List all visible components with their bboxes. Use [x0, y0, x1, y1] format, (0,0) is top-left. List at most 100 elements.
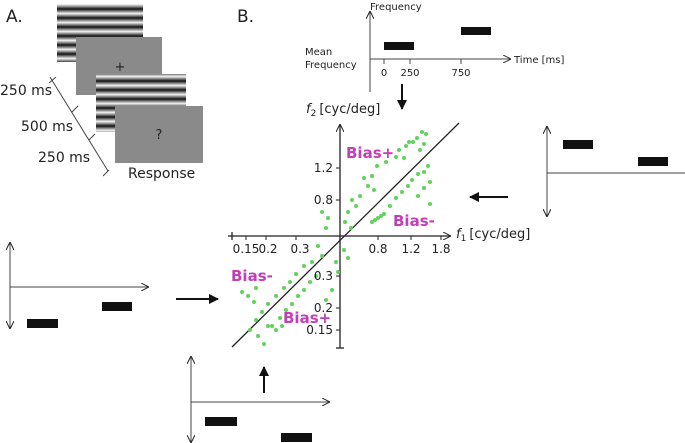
scatter-point	[400, 190, 404, 194]
scatter-point	[310, 260, 314, 264]
scatter-point	[402, 156, 406, 160]
scatter-point	[370, 220, 374, 224]
stimulus-sequence: + ?	[57, 4, 203, 163]
bias-minus-lower: Bias-	[231, 267, 273, 285]
scatter-point	[346, 256, 350, 260]
scatter-point	[376, 216, 380, 220]
mean-label-line2: Frequency	[305, 60, 357, 71]
y-tick-1-2: 1.2	[314, 161, 333, 175]
scatter-point	[397, 148, 401, 152]
x-tick-0-2: 0.2	[258, 242, 277, 256]
scatter-point	[354, 204, 358, 208]
scatter-point	[404, 144, 408, 148]
scatter-point	[302, 264, 306, 268]
stimulus-bar-2	[461, 27, 491, 35]
scatter-point	[422, 170, 426, 174]
scatter-point	[420, 130, 424, 134]
scatter-point	[330, 288, 334, 292]
y-tick-0-15: 0.15	[306, 323, 333, 337]
scatter-point	[410, 178, 414, 182]
duration-1: 250 ms	[0, 83, 52, 99]
question-screen	[115, 106, 203, 163]
scatter-point	[394, 155, 398, 159]
scatter-point	[416, 194, 420, 198]
scatter-point	[406, 184, 410, 188]
x-tick-1-8: 1.8	[431, 242, 450, 256]
scatter-point	[274, 294, 278, 298]
bottom-bar-2	[281, 433, 312, 442]
scatter-point	[296, 294, 300, 298]
scatter-point	[366, 184, 370, 188]
scatter-point	[428, 180, 432, 184]
panel-b-label: B.	[237, 7, 254, 27]
timeline-schematic	[370, 12, 510, 92]
scatter-point	[288, 280, 292, 284]
x-tick-1-2: 1.2	[401, 242, 420, 256]
x-tick-0-8: 0.8	[368, 242, 387, 256]
scatter-point	[256, 334, 260, 338]
scatter-point	[336, 270, 340, 274]
scatter-diagram	[228, 122, 460, 349]
timeline-right	[547, 127, 685, 216]
scatter-point	[426, 164, 430, 168]
left-bar-2	[102, 302, 132, 311]
time-tick-0: 0	[381, 68, 387, 79]
response-label: Response	[128, 166, 195, 182]
scatter-point	[290, 302, 294, 306]
fixation-cross: +	[115, 60, 126, 75]
scatter-point	[280, 324, 284, 328]
scatter-point	[252, 300, 256, 304]
y-tick-0-3: 0.3	[314, 269, 333, 283]
x-axis-title: f1[cyc/deg]	[456, 227, 530, 244]
bias-minus-upper: Bias-	[393, 212, 435, 230]
tick-marks	[245, 167, 442, 331]
scatter-point	[270, 324, 274, 328]
scatter-point	[320, 254, 324, 258]
question-mark: ?	[156, 128, 163, 143]
scatter-point	[375, 164, 379, 168]
right-bar-2	[638, 157, 668, 166]
bottom-bar-1	[205, 417, 237, 426]
time-tick-250: 250	[400, 68, 419, 79]
scatter-point	[278, 316, 282, 320]
scatter-point	[282, 286, 286, 290]
identity-line	[231, 122, 460, 348]
scatter-point	[254, 318, 258, 322]
scatter-point	[314, 274, 318, 278]
scatter-point	[384, 160, 388, 164]
scatter-point	[418, 148, 422, 152]
scatter-point	[362, 176, 366, 180]
scatter-point	[415, 136, 419, 140]
scatter-point	[372, 188, 376, 192]
scatter-point	[246, 294, 250, 298]
scatter-point	[324, 226, 328, 230]
scatter-point	[379, 214, 383, 218]
scatter-point	[308, 280, 312, 284]
scatter-point	[294, 272, 298, 276]
scatter-point	[240, 290, 244, 294]
panel-a-label: A.	[6, 7, 23, 27]
scatter-point	[326, 216, 330, 220]
timeline-bracket	[48, 76, 110, 177]
scatter-point	[334, 260, 338, 264]
mean-label-line1: Mean	[305, 47, 332, 58]
scatter-point	[266, 302, 270, 306]
scatter-point	[422, 186, 426, 190]
scatter-point	[416, 172, 420, 176]
scatter-point	[370, 174, 374, 178]
scatter-point	[373, 218, 377, 222]
scatter-point	[428, 202, 432, 206]
scatter-point	[343, 220, 347, 224]
scatter-point	[254, 286, 258, 290]
scatter-points	[240, 130, 432, 346]
scatter-point	[260, 310, 264, 314]
scatter-point	[320, 210, 324, 214]
stimulus-bar-1	[384, 42, 414, 50]
time-axis-label: Time [ms]	[513, 55, 565, 66]
left-bar-1	[27, 319, 58, 328]
scatter-point	[350, 198, 354, 202]
scatter-point	[266, 324, 270, 328]
scatter-point	[324, 298, 328, 302]
scatter-point	[342, 248, 346, 252]
